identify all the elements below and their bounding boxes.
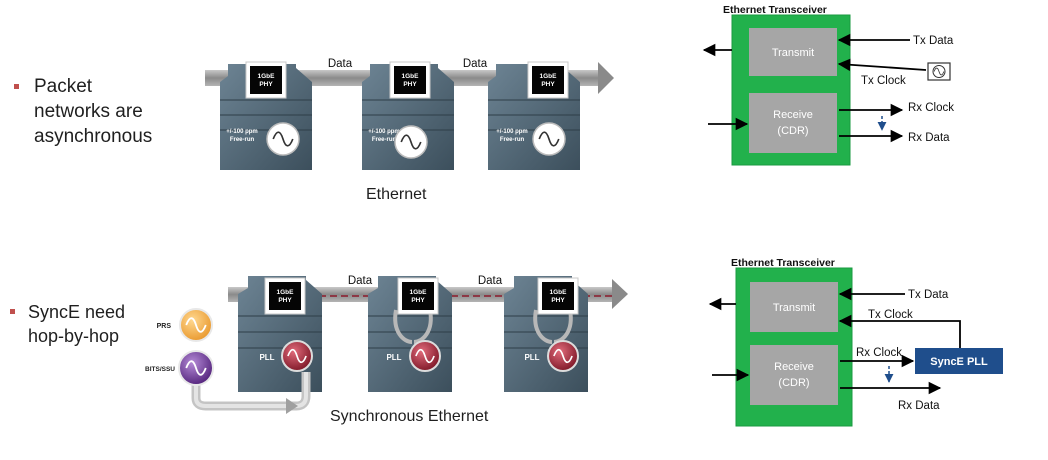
phy-label: PHY — [259, 81, 273, 88]
receive-label: Receive — [774, 361, 814, 373]
bullet-marker — [14, 84, 19, 89]
reference-clock-sources: PRS BITS/SSU — [145, 308, 311, 414]
bullet-line: Packet — [34, 76, 93, 97]
transmit-block — [749, 28, 837, 76]
transceiver-title: Ethernet Transceiver — [731, 257, 835, 269]
bullet-synce: SyncE need hop-by-hop — [10, 300, 126, 348]
phy-label: PHY — [403, 81, 417, 88]
phy-label: 1GbE — [258, 73, 276, 80]
switch-device-3: 1GbE PHY +/-100 ppm Free-run — [488, 61, 580, 170]
phy-label: PHY — [541, 81, 555, 88]
phy-label: PHY — [411, 297, 425, 304]
bullet-line: asynchronous — [34, 126, 153, 147]
caption-ethernet: Ethernet — [366, 186, 427, 203]
rx-data-label: Rx Data — [908, 132, 950, 144]
rx-data-label: Rx Data — [898, 400, 940, 412]
bottom-ethernet-transceiver: Ethernet Transceiver Transmit Receive (C… — [708, 257, 1003, 427]
synce-device-3: 1GbE PHY PLL — [504, 276, 588, 392]
caption-synchronous-ethernet: Synchronous Ethernet — [330, 408, 489, 425]
ppm-label: Free-run — [372, 137, 397, 143]
switch-device-2: 1GbE PHY +/-100 ppm Free-run — [362, 61, 454, 170]
receive-label: (CDR) — [777, 125, 808, 137]
bullet-packet-networks: Packet networks are asynchronous — [14, 74, 153, 149]
transceiver-title: Ethernet Transceiver — [723, 4, 827, 16]
tx-data-label: Tx Data — [913, 35, 954, 47]
ppm-label: +/-100 ppm — [496, 129, 528, 135]
pll-label: PLL — [524, 353, 539, 362]
switch-device-1: 1GbE PHY +/-100 ppm Free-run — [220, 61, 312, 170]
ppm-label: +/-100 ppm — [368, 129, 400, 135]
tx-clock-arrow — [837, 58, 927, 72]
phy-label: PHY — [551, 297, 565, 304]
pll-label: PLL — [386, 353, 401, 362]
bullet-line: networks are — [34, 101, 143, 122]
top-ethernet-transceiver: Ethernet Transceiver Transmit Receive (C… — [702, 4, 954, 166]
phy-label: 1GbE — [277, 289, 295, 296]
rx-clock-label: Rx Clock — [856, 347, 902, 359]
tx-data-label: Tx Data — [908, 289, 949, 301]
receive-block — [750, 345, 838, 405]
prs-label: PRS — [157, 323, 172, 330]
tx-clock-label: Tx Clock — [861, 75, 906, 87]
ppm-label: Free-run — [230, 137, 255, 143]
data-label: Data — [328, 58, 353, 70]
data-label: Data — [463, 58, 488, 70]
phy-label: 1GbE — [402, 73, 420, 80]
tx-clock-arrow — [838, 314, 961, 348]
transmit-label: Transmit — [773, 302, 815, 314]
synce-device-2: 1GbE PHY PLL — [368, 276, 452, 392]
synce-device-1: 1GbE PHY PLL — [238, 276, 322, 392]
bottom-network: 1GbE PHY PLL 1GbE PHY PLL — [145, 275, 628, 414]
transmit-label: Transmit — [772, 47, 814, 59]
tx-clock-label: Tx Clock — [868, 309, 913, 321]
bullet-line: hop-by-hop — [28, 326, 120, 346]
top-network: 1GbE PHY +/-100 ppm Free-run 1GbE PHY +/… — [205, 58, 614, 170]
phy-label: 1GbE — [410, 289, 428, 296]
receive-block — [749, 93, 837, 153]
phy-label: 1GbE — [540, 73, 558, 80]
rx-clock-label: Rx Clock — [908, 102, 954, 114]
ppm-label: Free-run — [500, 137, 525, 143]
bits-ssu-label: BITS/SSU — [145, 366, 175, 373]
bullet-marker — [10, 309, 15, 314]
receive-label: Receive — [773, 109, 813, 121]
data-label: Data — [348, 275, 373, 287]
phy-label: PHY — [278, 297, 292, 304]
transmit-block — [750, 282, 838, 332]
ppm-label: +/-100 ppm — [226, 129, 258, 135]
phy-label: 1GbE — [550, 289, 568, 296]
bullet-line: SyncE need — [28, 302, 126, 322]
synce-pll-block — [915, 348, 1003, 374]
receive-label: (CDR) — [778, 377, 809, 389]
synce-pll-label: SyncE PLL — [930, 356, 988, 368]
pll-label: PLL — [259, 353, 274, 362]
data-label: Data — [478, 275, 503, 287]
